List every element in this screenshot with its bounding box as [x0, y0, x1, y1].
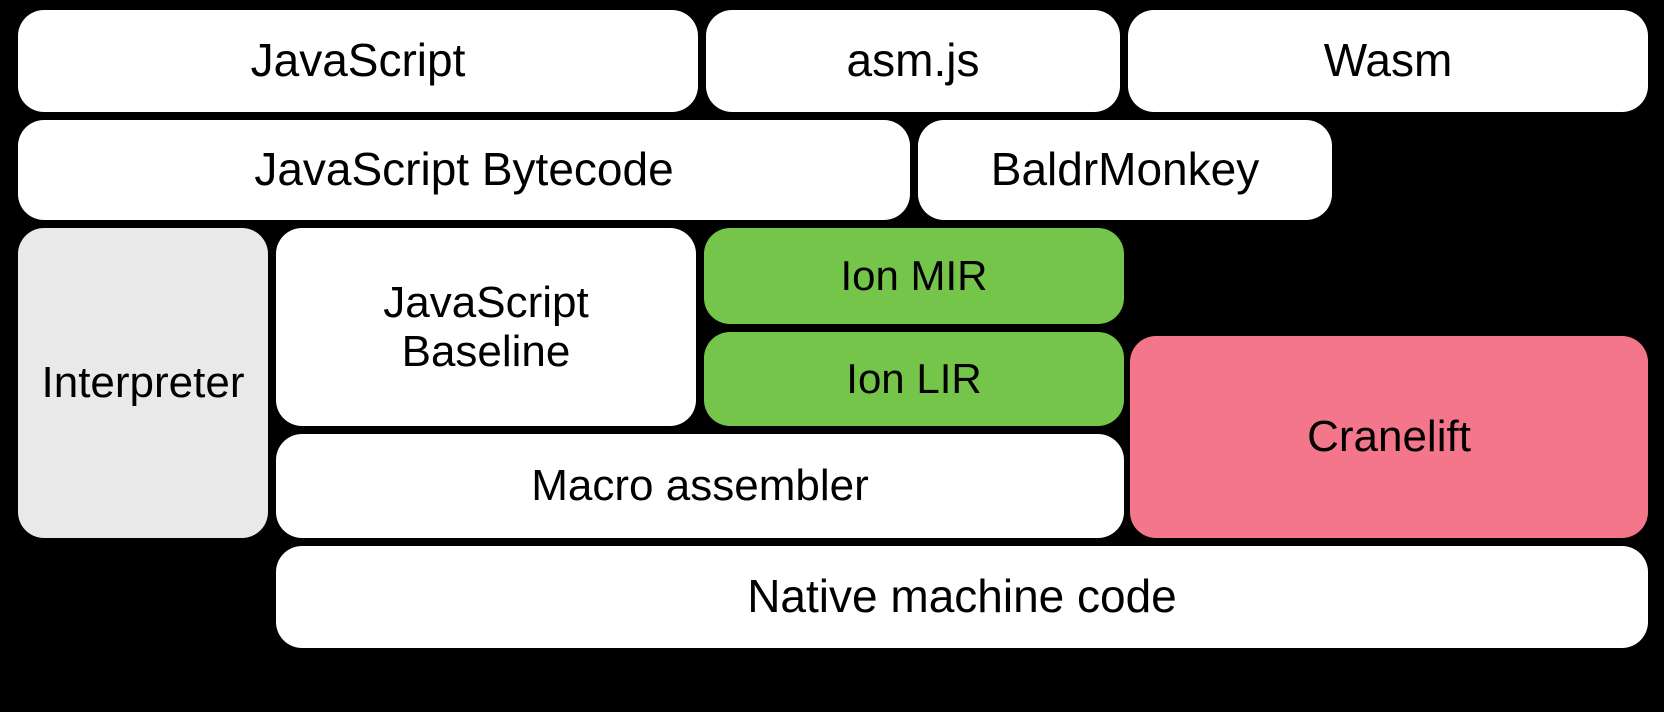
node-label-interpreter: Interpreter — [41, 358, 245, 408]
node-label-javascript: JavaScript — [250, 34, 466, 87]
node-asmjs[interactable]: asm.js — [706, 10, 1120, 112]
node-interpreter[interactable]: Interpreter — [18, 228, 268, 538]
node-ion-mir[interactable]: Ion MIR — [704, 228, 1124, 324]
node-ion-lir[interactable]: Ion LIR — [704, 332, 1124, 426]
node-native-machine-code[interactable]: Native machine code — [276, 546, 1648, 648]
node-javascript-baseline[interactable]: JavaScript Baseline — [276, 228, 696, 426]
node-label-javascript-baseline: JavaScript Baseline — [383, 277, 589, 376]
node-wasm[interactable]: Wasm — [1128, 10, 1648, 112]
node-label-javascript-bytecode: JavaScript Bytecode — [254, 143, 674, 196]
node-label-ion-mir: Ion MIR — [840, 252, 988, 300]
node-label-wasm: Wasm — [1323, 34, 1453, 87]
node-macro-assembler[interactable]: Macro assembler — [276, 434, 1124, 538]
node-label-macro-assembler: Macro assembler — [531, 461, 869, 511]
node-label-cranelift: Cranelift — [1307, 412, 1471, 462]
node-cranelift[interactable]: Cranelift — [1130, 336, 1648, 538]
node-label-baldrmonkey: BaldrMonkey — [990, 143, 1260, 196]
node-javascript-bytecode[interactable]: JavaScript Bytecode — [18, 120, 910, 220]
node-label-asmjs: asm.js — [846, 34, 980, 87]
node-label-ion-lir: Ion LIR — [846, 355, 982, 403]
node-baldrmonkey[interactable]: BaldrMonkey — [918, 120, 1332, 220]
node-javascript[interactable]: JavaScript — [18, 10, 698, 112]
node-label-native-machine-code: Native machine code — [747, 570, 1177, 623]
